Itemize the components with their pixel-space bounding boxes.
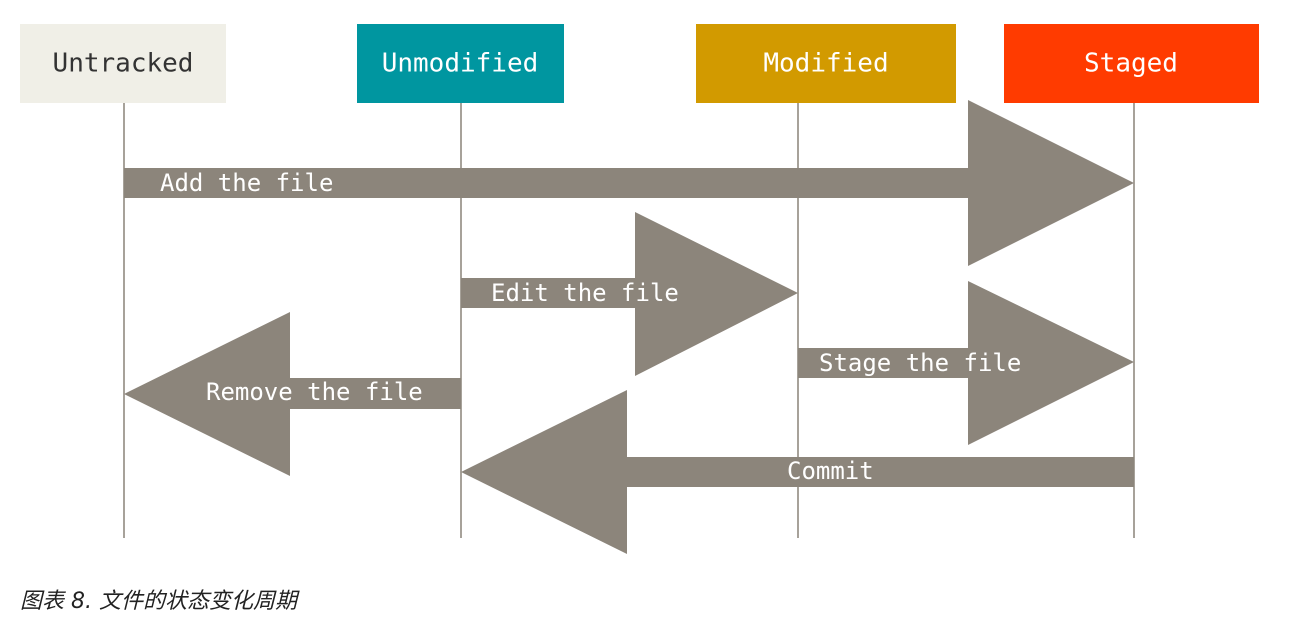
state-modified: Modified [696,24,956,103]
state-box-untracked [20,24,226,103]
arrow-label-remove-the-file: Remove the file [206,378,423,406]
state-label-untracked: Untracked [53,49,194,79]
arrow-stage-the-file: Stage the file [798,281,1134,445]
arrow-shape-remove-the-file [124,312,461,476]
state-label-modified: Modified [763,49,888,79]
state-untracked: Untracked [20,24,226,103]
arrow-shape-edit-the-file [461,212,798,376]
state-staged: Staged [1004,24,1259,103]
arrow-label-commit: Commit [787,457,874,485]
arrow-shape-stage-the-file [798,281,1134,445]
state-box-modified [696,24,956,103]
arrow-remove-the-file: Remove the file [124,312,461,476]
arrow-shape-add-the-file [124,100,1134,266]
state-unmodified: Unmodified [357,24,564,103]
state-boxes: Untracked Unmodified Modified Staged [20,24,1259,103]
state-box-unmodified [357,24,564,103]
arrow-edit-the-file: Edit the file [461,212,798,376]
arrow-shape-commit [461,390,1134,554]
state-box-staged [1004,24,1259,103]
figure-caption: 图表 8. 文件的状态变化周期 [20,589,297,614]
arrow-label-edit-the-file: Edit the file [491,279,679,307]
state-label-staged: Staged [1084,49,1178,79]
state-label-unmodified: Unmodified [382,49,539,79]
arrow-add-the-file: Add the file [124,100,1134,266]
arrow-commit: Commit [461,390,1134,554]
file-status-lifecycle-diagram: Untracked Unmodified Modified Staged Add… [20,24,1259,554]
arrow-label-stage-the-file: Stage the file [819,349,1021,377]
transition-arrows: Add the file Edit the file Stage the fil… [124,100,1134,554]
arrow-label-add-the-file: Add the file [160,169,333,197]
